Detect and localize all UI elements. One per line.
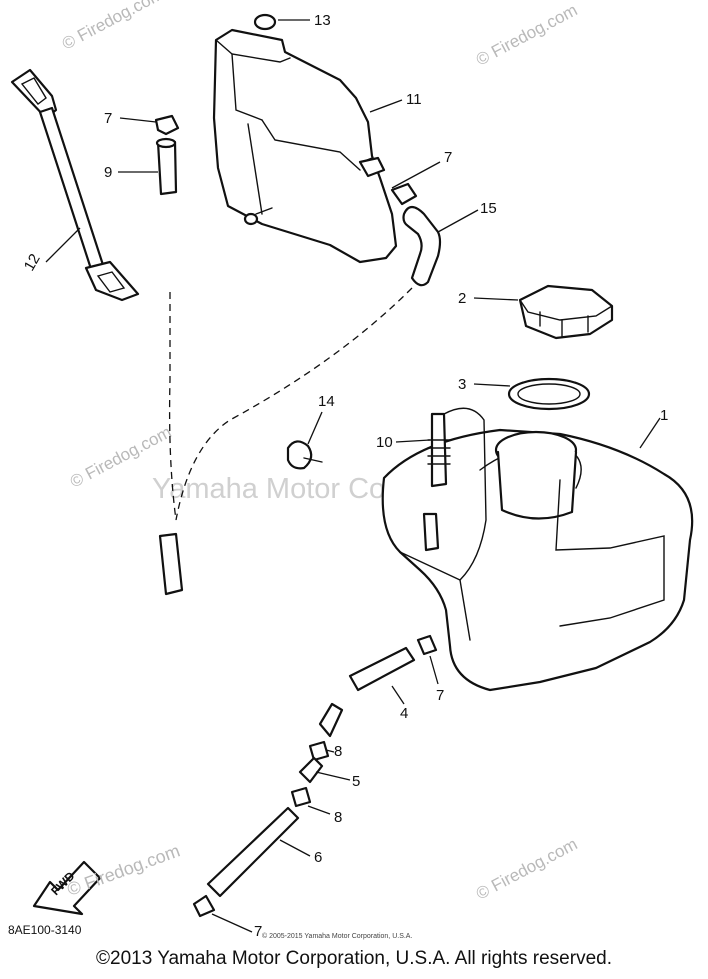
routing-line-left	[168, 292, 177, 521]
tank-nipple	[422, 512, 440, 552]
callout-2: 2	[458, 290, 466, 307]
part-15-hose	[402, 205, 442, 287]
callout-7-upper-left: 7	[104, 110, 112, 127]
callout-7-lower: 7	[436, 687, 444, 704]
part-4-hose	[348, 646, 416, 692]
callout-10: 10	[376, 434, 393, 451]
callout-1: 1	[660, 407, 668, 424]
callout-3: 3	[458, 376, 466, 393]
watermark-firedog-tl: © Firedog.com	[59, 0, 167, 54]
part-4-hose-end	[318, 702, 344, 738]
callout-12: 12	[21, 251, 44, 274]
part-8-clamp-upper	[308, 740, 330, 762]
callout-6: 6	[314, 849, 322, 866]
part-13-cap	[253, 13, 277, 31]
part-2-tank-cap	[518, 284, 614, 340]
callout-11: 11	[406, 91, 422, 108]
callout-13: 13	[314, 12, 331, 29]
watermark-firedog-br: © Firedog.com	[473, 834, 581, 903]
callout-14: 14	[318, 393, 335, 410]
part-1-fuel-tank	[381, 428, 694, 692]
part-7-clip-upper-right	[390, 182, 418, 206]
footer-copyright: ©2013 Yamaha Motor Corporation, U.S.A. A…	[96, 948, 612, 969]
part-code: 8AE100-3140	[8, 923, 82, 937]
callout-8-upper: 8	[334, 743, 342, 760]
small-copyright: © 2005-2015 Yamaha Motor Corporation, U.…	[262, 932, 412, 940]
watermark-firedog-tr: © Firedog.com	[473, 0, 581, 69]
callout-15: 15	[480, 200, 497, 217]
part-7-clip-upper-left	[154, 114, 180, 136]
routing-line-right	[175, 287, 413, 521]
part-10-fitting	[427, 407, 487, 581]
callout-5: 5	[352, 773, 360, 790]
part-9-hose	[156, 140, 178, 196]
part-8-clamp-lower	[290, 786, 312, 808]
part-6-hose	[206, 806, 300, 898]
part-7-clip-bottom	[192, 894, 216, 918]
part-14-clip	[286, 440, 313, 470]
loose-hose	[158, 532, 184, 596]
part-7-clip-lower	[416, 634, 438, 656]
part-11-reservoir-tank	[212, 28, 398, 264]
callout-7-bottom: 7	[254, 923, 262, 940]
callout-8-lower: 8	[334, 809, 342, 826]
callout-9: 9	[104, 164, 112, 181]
part-12-strap	[10, 68, 140, 302]
callout-4: 4	[400, 705, 408, 722]
callout-7-upper-right: 7	[444, 149, 452, 166]
part-5-filter	[298, 756, 324, 784]
